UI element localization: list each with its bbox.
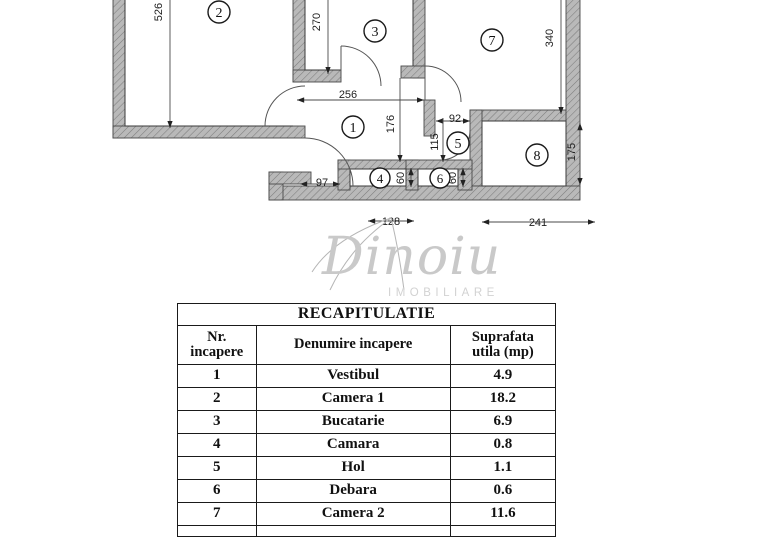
cell-nr: 6 (177, 479, 257, 503)
recap-header-row: Nr. incapere Denumire incapere Suprafata… (177, 325, 557, 365)
room-marker-1-label: 1 (350, 121, 357, 136)
dimension-60-camara: 60 (395, 172, 407, 184)
cell-nr: 5 (177, 456, 257, 480)
cell-area: 0.8 (449, 433, 557, 457)
room-marker-4: 4 (369, 167, 391, 189)
dimension-176: 176 (385, 115, 397, 133)
dimension-115: 115 (429, 133, 441, 151)
cell-nr: 2 (177, 387, 257, 411)
room-marker-3-label: 3 (372, 25, 379, 40)
room-marker-7: 7 (480, 28, 504, 52)
cell-area: 0.6 (449, 479, 557, 503)
cell-name: Camara (255, 433, 451, 457)
column-header-name: Denumire incapere (255, 325, 451, 365)
dimension-92: 92 (449, 113, 461, 125)
cell-area: 11.6 (449, 502, 557, 526)
room-marker-4-label: 4 (377, 171, 384, 186)
table-row: 1 Vestibul 4.9 (177, 364, 557, 388)
dimension-175: 175 (566, 143, 578, 161)
cell-nr: 4 (177, 433, 257, 457)
floor-plan: 526 270 340 256 176 92 115 175 97 60 60 … (112, 0, 595, 291)
room-marker-2: 2 (207, 0, 231, 24)
room-marker-1: 1 (341, 115, 365, 139)
cell-nr: 3 (177, 410, 257, 434)
cell-name: Vestibul (255, 364, 451, 388)
dimension-256: 256 (339, 89, 357, 101)
cell-area: 1.1 (449, 456, 557, 480)
floor-plan-drawing: 526 270 340 256 176 92 115 175 97 60 60 … (112, 0, 595, 291)
dimension-labels: 526 270 340 256 176 92 115 175 97 60 60 … (153, 3, 578, 229)
cell-name: Camera 1 (255, 387, 451, 411)
dimension-241: 241 (529, 217, 547, 229)
room-marker-5-label: 5 (455, 137, 462, 152)
dimension-97: 97 (316, 177, 328, 189)
room-marker-6: 6 (429, 167, 451, 189)
cell-nr (177, 525, 257, 537)
room-marker-5: 5 (446, 131, 470, 155)
room-marker-8-label: 8 (534, 149, 541, 164)
recap-title: RECAPITULATIE (177, 303, 556, 326)
table-row: 6 Debara 0.6 (177, 479, 557, 503)
dimension-270: 270 (311, 13, 323, 31)
column-header-area: Suprafata utila (mp) (449, 325, 557, 365)
table-row: 3 Bucatarie 6.9 (177, 410, 557, 434)
cell-area: 4.9 (449, 364, 557, 388)
column-header-nr-line1: Nr. (207, 328, 227, 345)
room-marker-8: 8 (525, 143, 549, 167)
recap-table-body: RECAPITULATIE Nr. incapere Denumire inca… (177, 303, 557, 537)
room-marker-3: 3 (363, 19, 387, 43)
column-header-area-line1: Suprafata (471, 328, 534, 345)
recap-title-row: RECAPITULATIE (177, 303, 556, 326)
cell-name (255, 525, 451, 537)
cell-name: Camera 2 (255, 502, 451, 526)
column-header-area-line2: utila (mp) (472, 344, 534, 360)
dimension-340: 340 (544, 29, 556, 47)
table-row: 2 Camera 1 18.2 (177, 387, 557, 411)
dimension-128: 128 (382, 216, 400, 228)
column-header-nr-line2: incapere (190, 344, 244, 360)
room-marker-7-label: 7 (489, 34, 496, 49)
table-row: 5 Hol 1.1 (177, 456, 557, 480)
dimension-lines (167, 0, 595, 225)
cell-name: Debara (255, 479, 451, 503)
column-header-nr: Nr. incapere (177, 325, 257, 365)
recapitulation-table: RECAPITULATIE Nr. incapere Denumire inca… (177, 303, 557, 537)
cell-area: 18.2 (449, 387, 557, 411)
room-number-markers: 2 3 7 1 5 8 4 (207, 0, 549, 189)
cell-nr: 7 (177, 502, 257, 526)
table-row-clipped (177, 525, 557, 537)
dimension-526: 526 (153, 3, 165, 21)
table-row: 7 Camera 2 11.6 (177, 502, 557, 526)
room-marker-6-label: 6 (437, 171, 444, 186)
leader-lines (311, 217, 405, 291)
cell-name: Bucatarie (255, 410, 451, 434)
cell-area: 6.9 (449, 410, 557, 434)
cell-nr: 1 (177, 364, 257, 388)
room-marker-2-label: 2 (216, 6, 223, 21)
cell-name: Hol (255, 456, 451, 480)
table-row: 4 Camara 0.8 (177, 433, 557, 457)
cell-area (449, 525, 557, 537)
